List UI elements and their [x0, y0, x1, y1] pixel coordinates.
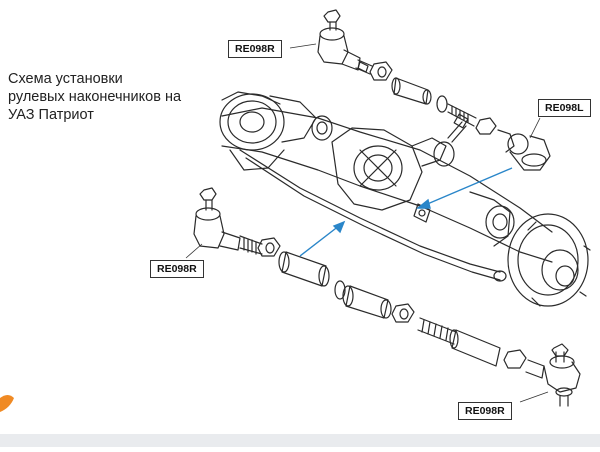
label-re098l: RE098L — [538, 99, 591, 117]
pointer-arrow-lower — [332, 220, 346, 234]
pointer-lines — [299, 167, 513, 257]
upper-tie-rod-assembly — [317, 9, 551, 171]
pointer-arrow-upper — [416, 198, 431, 209]
label-re098r-bottom: RE098R — [458, 402, 512, 420]
label-re098r-left: RE098R — [150, 260, 204, 278]
drag-link-rod — [239, 149, 507, 282]
footer-bar — [0, 434, 600, 447]
lower-tie-rod-assembly — [193, 187, 581, 407]
orange-mark — [0, 395, 14, 412]
label-re098r-top: RE098R — [228, 40, 282, 58]
diagram-caption: Схема установки рулевых наконечников на … — [8, 71, 182, 123]
leader-lines — [185, 43, 549, 403]
front-axle-housing — [219, 91, 591, 307]
pointer-line-upper — [417, 167, 513, 209]
